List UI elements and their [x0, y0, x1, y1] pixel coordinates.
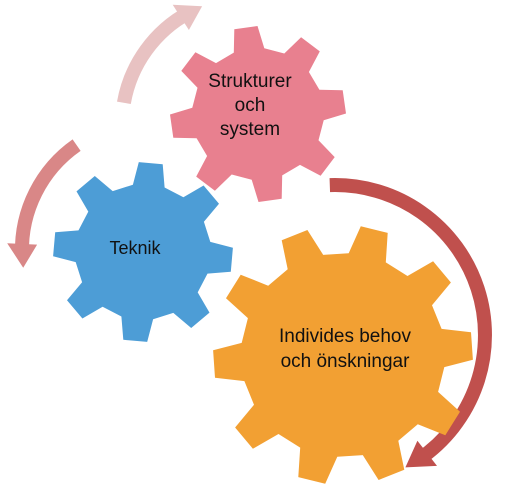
- gear-teknik: [53, 162, 233, 342]
- gear-individ: [213, 226, 473, 484]
- arrow-top-curved: [117, 4, 203, 105]
- arrow-left-curved: [7, 139, 81, 268]
- arrow-right-curved: [329, 178, 492, 468]
- gear-strukturer: [170, 26, 346, 202]
